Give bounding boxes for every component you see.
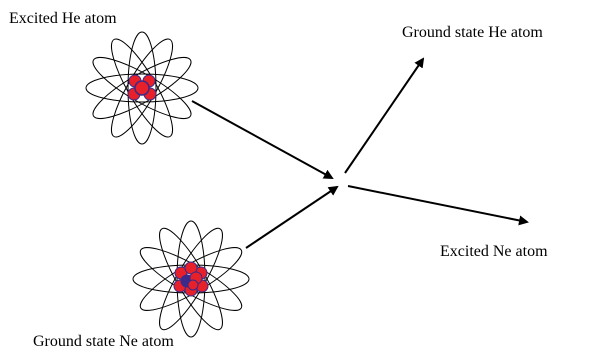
incoming-he-arrow [191, 100, 334, 179]
excited-he-atom-icon [85, 31, 199, 145]
outgoing-he-arrow [344, 57, 425, 174]
excited-he-label: Excited He atom [9, 10, 117, 27]
ne-nucleus [173, 261, 209, 297]
excited-ne-label: Excited Ne atom [440, 243, 548, 260]
outgoing-ne-arrow [347, 185, 529, 226]
he-nucleus [127, 74, 157, 101]
ground-ne-label: Ground state Ne atom [33, 333, 174, 350]
ground-ne-atom-icon [132, 220, 250, 338]
ground-he-label: Ground state He atom [402, 24, 543, 41]
incoming-ne-arrow [245, 185, 339, 249]
